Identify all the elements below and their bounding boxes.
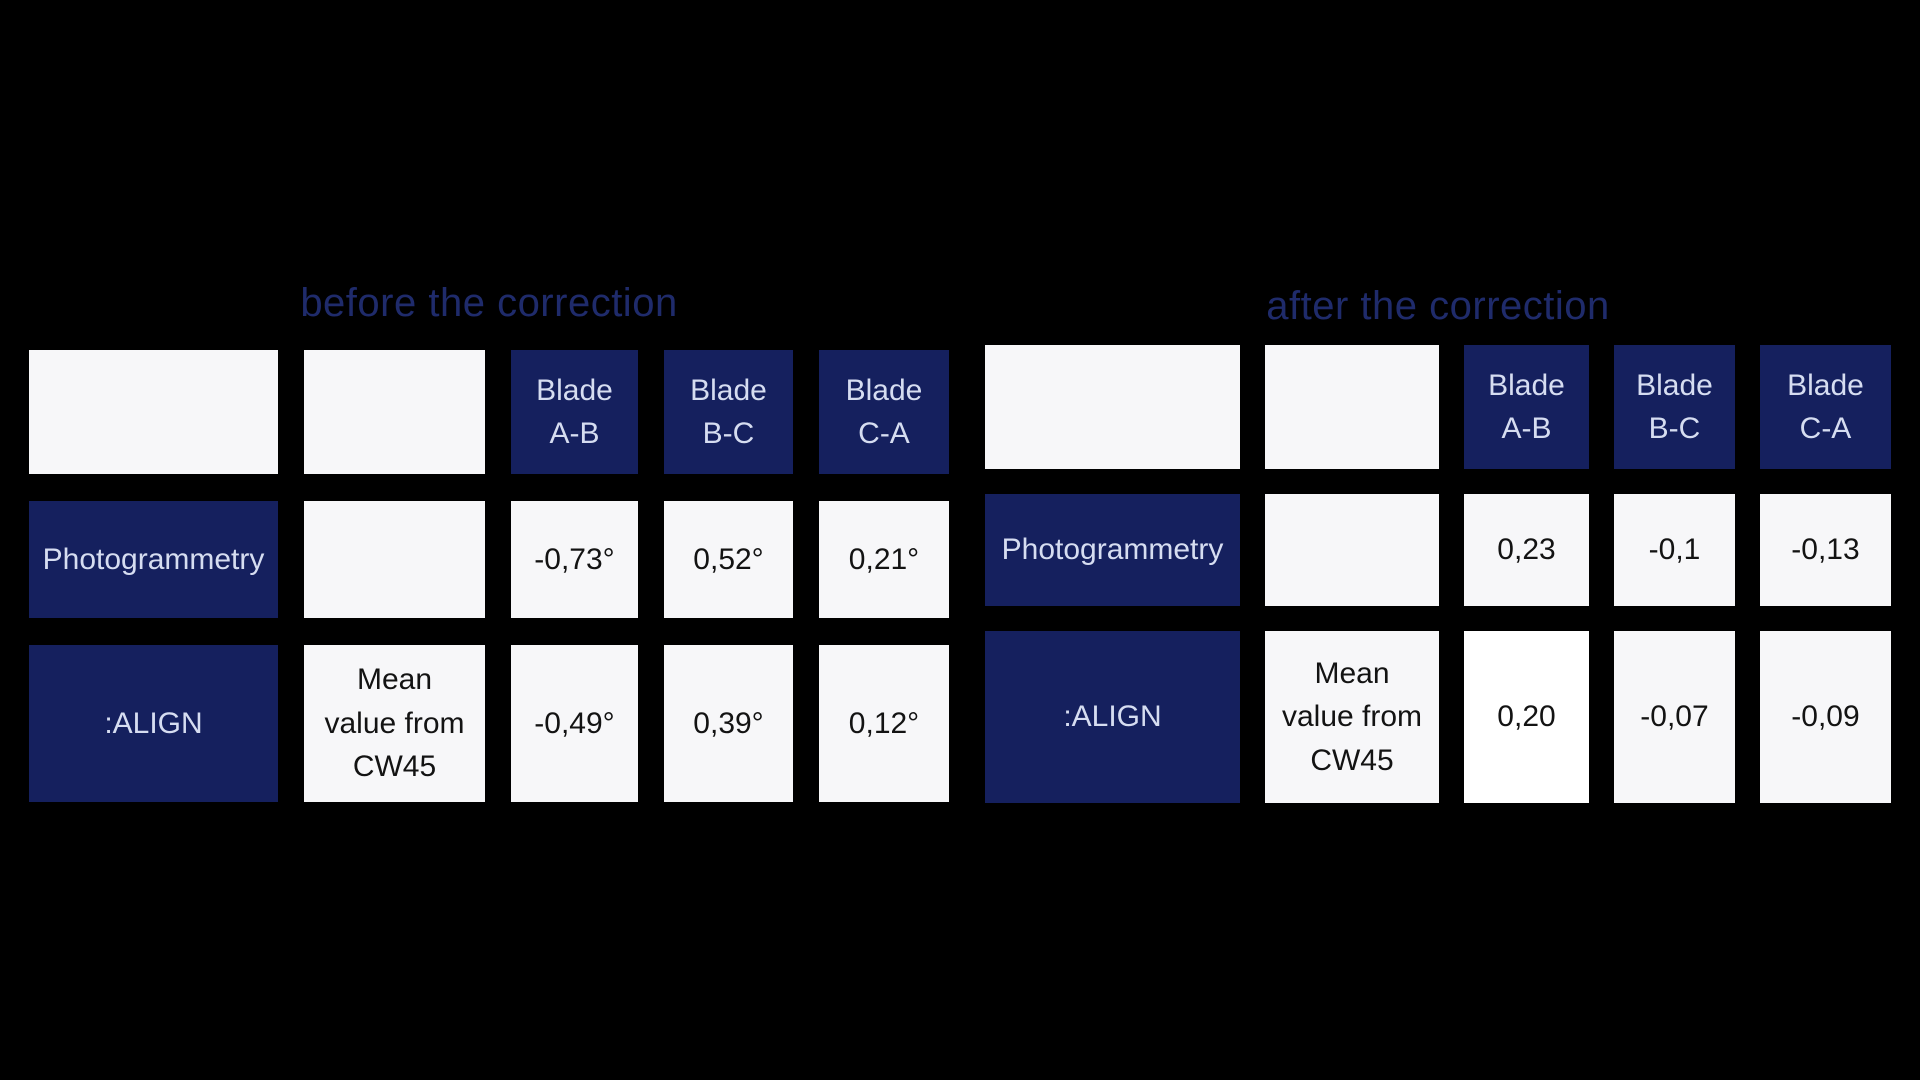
after-header-blade-ca: Blade C-A [1760, 345, 1891, 469]
before-value-photogrammetry-ab: -0,73° [511, 501, 638, 618]
before-cell-r1-c1-empty [304, 501, 485, 618]
after-cell-r0-c0-empty [985, 345, 1240, 469]
after-value-photogrammetry-ab: 0,23 [1464, 494, 1589, 606]
before-cell-r0-c1-empty [304, 350, 485, 474]
after-cell-r0-c1-empty [1265, 345, 1439, 469]
before-correction-title: before the correction [300, 281, 678, 325]
before-correction-section: before the correction Blade A-B Blade B-… [29, 280, 949, 802]
after-cell-r1-c1-empty [1265, 494, 1439, 606]
before-value-align-ab: -0,49° [511, 645, 638, 802]
after-value-align-ca: -0,09 [1760, 631, 1891, 803]
after-value-photogrammetry-ca: -0,13 [1760, 494, 1891, 606]
before-header-blade-ca: Blade C-A [819, 350, 949, 474]
after-header-blade-bc: Blade B-C [1614, 345, 1735, 469]
before-value-photogrammetry-bc: 0,52° [664, 501, 793, 618]
after-value-align-ab: 0,20 [1464, 631, 1589, 803]
after-value-photogrammetry-bc: -0,1 [1614, 494, 1735, 606]
after-header-blade-ab: Blade A-B [1464, 345, 1589, 469]
before-value-align-ca: 0,12° [819, 645, 949, 802]
before-note-mean-value-cw45: Mean value from CW45 [304, 645, 485, 802]
after-label-photogrammetry: Photogrammetry [985, 494, 1240, 606]
before-header-blade-ab: Blade A-B [511, 350, 638, 474]
after-value-align-bc: -0,07 [1614, 631, 1735, 803]
before-label-photogrammetry: Photogrammetry [29, 501, 278, 618]
before-value-align-bc: 0,39° [664, 645, 793, 802]
after-label-align: :ALIGN [985, 631, 1240, 803]
before-correction-table: Blade A-B Blade B-C Blade C-A Photogramm… [29, 350, 949, 802]
after-correction-table: Blade A-B Blade B-C Blade C-A Photogramm… [985, 345, 1891, 803]
after-correction-title: after the correction [1266, 284, 1610, 328]
before-value-photogrammetry-ca: 0,21° [819, 501, 949, 618]
before-cell-r0-c0-empty [29, 350, 278, 474]
after-note-mean-value-cw45: Mean value from CW45 [1265, 631, 1439, 803]
after-correction-section: after the correction Blade A-B Blade B-C… [985, 283, 1891, 803]
before-header-blade-bc: Blade B-C [664, 350, 793, 474]
before-label-align: :ALIGN [29, 645, 278, 802]
